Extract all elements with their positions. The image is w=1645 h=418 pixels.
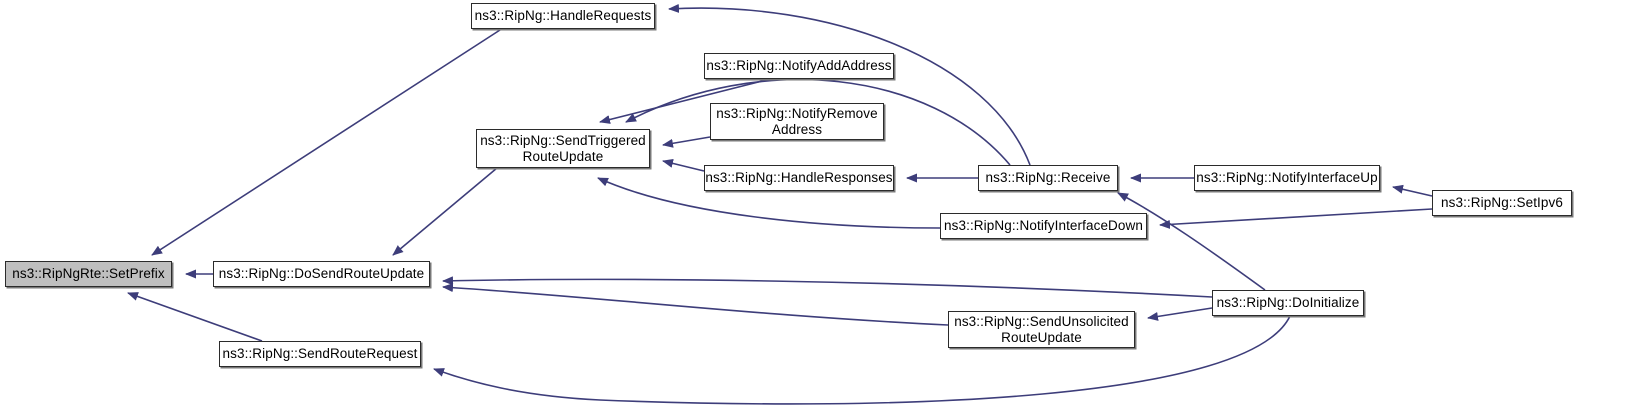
edge-notifyremoveaddress-sendtriggered (662, 136, 711, 148)
edge-doinitialize-sendunsolicited (1147, 307, 1213, 321)
node-sendunsolicitedrouteupdate[interactable]: ns3::RipNg::SendUnsolicited RouteUpdate (948, 311, 1135, 348)
edge-sendunsolicited-dosendrouteupdate (442, 283, 949, 326)
edge-doinitialize-receive (1117, 192, 1266, 291)
node-setipv6[interactable]: ns3::RipNg::SetIpv6 (1432, 190, 1572, 216)
node-notifyaddaddress[interactable]: ns3::RipNg::NotifyAddAddress (704, 53, 894, 79)
node-setprefix[interactable]: ns3::RipNgRte::SetPrefix (5, 261, 172, 287)
node-sendrouterequest[interactable]: ns3::RipNg::SendRouteRequest (219, 341, 421, 367)
edge-doinitialize-dosendrouteupdate (442, 276, 1213, 298)
node-receive[interactable]: ns3::RipNg::Receive (978, 165, 1118, 191)
edge-setipv6-notifyinterfacedown (1159, 208, 1433, 229)
edge-handlerequests-setprefix (151, 29, 501, 256)
node-notifyinterfacedown[interactable]: ns3::RipNg::NotifyInterfaceDown (940, 213, 1147, 239)
node-sendtriggeredrouteupdate[interactable]: ns3::RipNg::SendTriggered RouteUpdate (476, 129, 650, 168)
edge-sendtriggered-dosendrouteupdate (392, 167, 498, 256)
node-dosendrouteupdate[interactable]: ns3::RipNg::DoSendRouteUpdate (213, 261, 430, 287)
edge-handleresponses-sendtriggered (662, 158, 705, 172)
edge-receive-handlerequests (668, 3, 1031, 166)
edge-doinitialize-sendrouterequest (433, 315, 1291, 405)
node-notifyremoveaddress[interactable]: ns3::RipNg::NotifyRemove Address (710, 103, 884, 140)
edge-setipv6-notifyinterfaceup (1392, 184, 1433, 197)
node-notifyinterfaceup[interactable]: ns3::RipNg::NotifyInterfaceUp (1194, 165, 1380, 191)
node-handleresponses[interactable]: ns3::RipNg::HandleResponses (704, 165, 894, 191)
node-doinitialize[interactable]: ns3::RipNg::DoInitialize (1212, 290, 1364, 316)
edge-sendrouterequest-setprefix (127, 292, 263, 342)
node-handlerequests[interactable]: ns3::RipNg::HandleRequests (471, 3, 655, 29)
